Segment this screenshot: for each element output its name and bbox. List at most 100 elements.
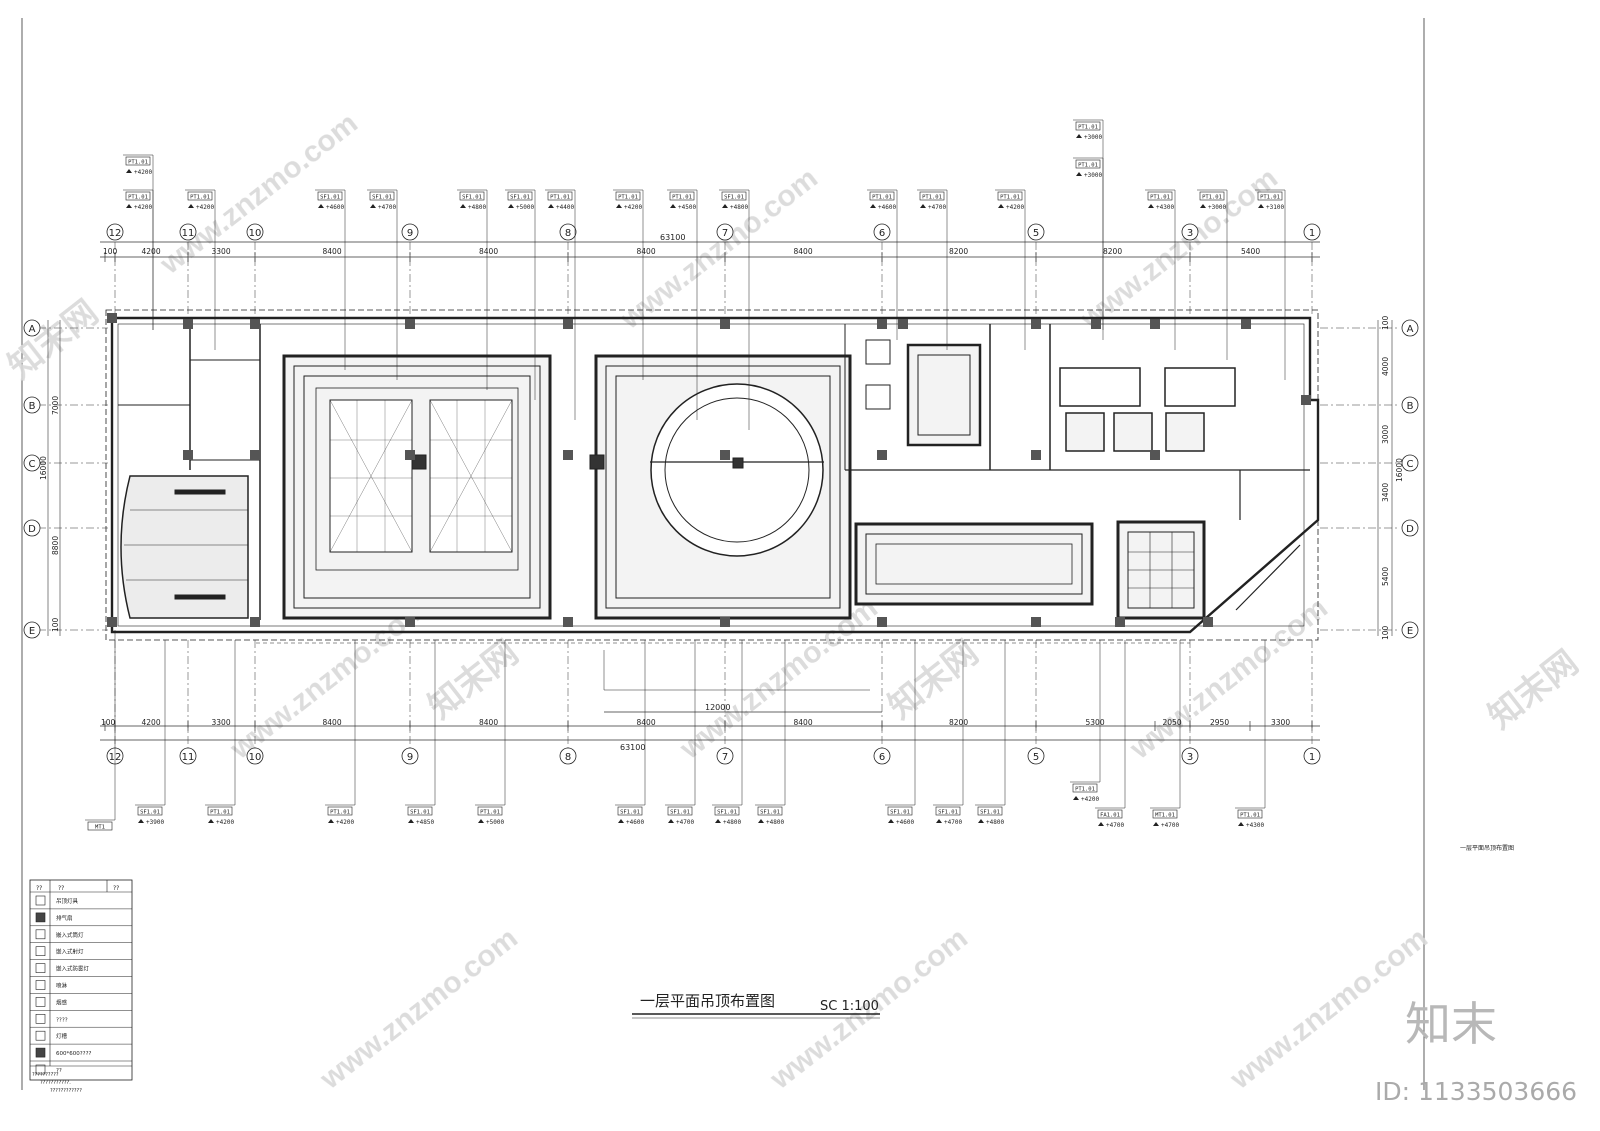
svg-text:3: 3 <box>1187 228 1193 239</box>
elevation-tag: PT1.01+4200 <box>185 189 216 350</box>
legend-row: 喷淋 <box>35 980 68 990</box>
bottom-span-dim: 3300 <box>212 718 231 727</box>
svg-text:+4200: +4200 <box>1081 796 1099 803</box>
lift-ceiling <box>1116 520 1206 620</box>
legend-header-2: ?? <box>58 885 64 892</box>
elevation-tag: SF1.01+3900 <box>135 640 166 826</box>
svg-text:吊顶灯具: 吊顶灯具 <box>56 897 79 905</box>
bottom-span-dim: 8400 <box>323 718 342 727</box>
svg-text:烟感: 烟感 <box>56 998 68 1006</box>
svg-text:10: 10 <box>249 228 262 239</box>
row-axis-bubble: E <box>1401 621 1419 639</box>
svg-text:+4700: +4700 <box>1161 822 1179 829</box>
svg-text:8: 8 <box>565 228 571 239</box>
column <box>1150 319 1160 329</box>
svg-text:+4850: +4850 <box>416 819 434 826</box>
svg-text:A: A <box>1407 324 1414 335</box>
svg-text:+5000: +5000 <box>486 819 504 826</box>
left-dimension: 8800 <box>51 536 60 555</box>
axis-bubble: 7 <box>716 747 734 765</box>
legend-header-3: ?? <box>113 885 119 892</box>
svg-text:PT1.01: PT1.01 <box>210 810 230 816</box>
column <box>720 450 730 460</box>
column <box>563 450 573 460</box>
svg-text:+3100: +3100 <box>1266 204 1284 211</box>
svg-text:PT1.01: PT1.01 <box>550 195 570 201</box>
top-span-dim: 5400 <box>1241 247 1260 256</box>
column <box>183 319 193 329</box>
row-axis-bubble: D <box>23 519 41 537</box>
column <box>563 319 573 329</box>
svg-text:+3900: +3900 <box>146 819 164 826</box>
svg-text:+4200: +4200 <box>134 169 152 176</box>
svg-text:+3000: +3000 <box>1084 134 1102 141</box>
svg-text:灯槽: 灯槽 <box>56 1032 68 1040</box>
watermark-brand: 知末网 <box>2 294 106 387</box>
svg-text:600*600????: 600*600???? <box>56 1051 92 1057</box>
bottom-span-dim: 100 <box>101 718 116 727</box>
column <box>720 617 730 627</box>
axis-bubble: 8 <box>559 223 577 241</box>
svg-text:PT1.01: PT1.01 <box>1078 125 1098 131</box>
elevation-tag: PT1.01+4700 <box>917 189 948 350</box>
svg-text:PT1.01: PT1.01 <box>128 195 148 201</box>
elevation-tag: PT1.01+4600 <box>867 189 898 340</box>
svg-text:+4800: +4800 <box>766 819 784 826</box>
row-axis-bubble: B <box>23 396 41 414</box>
axis-bubble: 6 <box>873 223 891 241</box>
axis-bubble: 7 <box>716 223 734 241</box>
svg-text:+4800: +4800 <box>730 204 748 211</box>
axis-bubble: 5 <box>1027 223 1045 241</box>
elevation-tag: PT1.01 +4200 <box>123 154 154 330</box>
svg-text:+4300: +4300 <box>1156 204 1174 211</box>
elevation-tag: SF1.01+5000 <box>505 189 536 400</box>
svg-text:7: 7 <box>722 228 728 239</box>
row-axis-bubble: C <box>23 454 41 472</box>
svg-text:+4200: +4200 <box>134 204 152 211</box>
brand-mark: 知末 <box>1405 997 1497 1051</box>
column <box>250 450 260 460</box>
column <box>1241 319 1251 329</box>
svg-text:1: 1 <box>1309 752 1315 763</box>
svg-text:B: B <box>29 401 36 412</box>
elevation-tag: PT1.01 +5000 <box>475 640 506 826</box>
top-span-dim: 8400 <box>323 247 342 256</box>
column <box>1031 319 1041 329</box>
svg-text:E: E <box>29 626 35 637</box>
axis-bubble: 10 <box>246 747 264 765</box>
axis-bubble: 1 <box>1303 223 1321 241</box>
svg-text:MT1.01: MT1.01 <box>1155 813 1175 819</box>
bottom-span-dim: 8400 <box>637 718 656 727</box>
legend-note-3: ???????????? <box>50 1088 82 1094</box>
left-dimension: 7000 <box>51 396 60 415</box>
svg-text:FA1.01: FA1.01 <box>1100 813 1120 819</box>
column <box>563 617 573 627</box>
elevation-tag: PT1.01+4200 <box>1070 640 1101 803</box>
legend-row: 嵌入式防雾灯 <box>35 963 90 973</box>
elevation-tag: MT1.01 +4700 <box>1150 640 1181 829</box>
top-span-dim: 4200 <box>142 247 161 256</box>
svg-text:PT1.01: PT1.01 <box>1260 195 1280 201</box>
svg-text:SF1.01: SF1.01 <box>372 195 392 201</box>
svg-text:PT1.01: PT1.01 <box>480 810 500 816</box>
column <box>1031 450 1041 460</box>
ceiling-elevation-tags: PT1.01+4200PT1.01+4200PT1.01+4200SF1.01+… <box>85 119 1286 831</box>
legend-row: 灯槽 <box>35 1030 68 1041</box>
id-label: ID: 1133503666 <box>1375 1077 1577 1106</box>
column <box>898 319 908 329</box>
elevation-tag: SF1.01+4700 <box>665 640 696 826</box>
svg-text:11: 11 <box>182 228 195 239</box>
column <box>250 617 260 627</box>
hall-ceiling-left <box>282 354 552 620</box>
room-ceiling-small <box>906 343 982 447</box>
column <box>877 617 887 627</box>
axis-bubble: 1 <box>1303 747 1321 765</box>
elevation-tag: FA1.01+4700 <box>1095 640 1126 829</box>
column <box>720 319 730 329</box>
drawing-title-block: 一层平面吊顶布置图 SC 1:100 一层平面吊顶布置图 <box>632 844 1514 1019</box>
elevation-tag: PT1.01+4200 <box>613 189 644 380</box>
column <box>107 313 117 323</box>
svg-text:+4200: +4200 <box>216 819 234 826</box>
svg-text:5: 5 <box>1033 752 1039 763</box>
